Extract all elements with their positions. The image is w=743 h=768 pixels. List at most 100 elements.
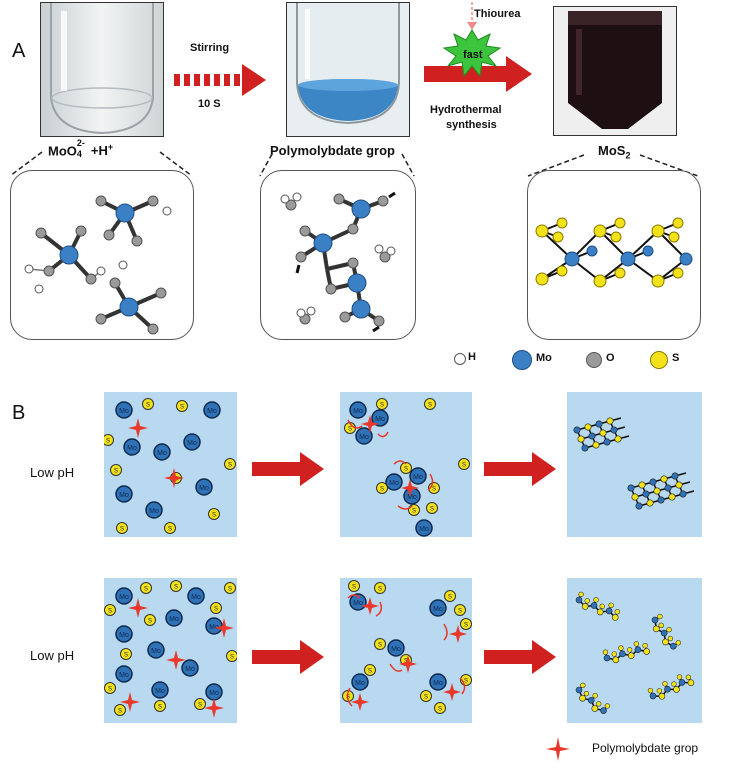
mo-particle: Mo: [355, 427, 373, 445]
row2-product-square: [567, 578, 702, 723]
svg-text:S: S: [404, 467, 408, 473]
svg-text:Mo: Mo: [389, 480, 399, 487]
s-particle: S: [208, 508, 220, 520]
polymolybdate-star: [128, 418, 148, 438]
star-legend-label: Polymolybdate grop: [592, 741, 699, 755]
attraction-arrow: [397, 505, 413, 510]
mos2-nanoribbon: [575, 682, 611, 714]
svg-text:S: S: [378, 643, 382, 649]
row2-arrow-2: [484, 640, 556, 674]
attraction-arrow: [427, 473, 434, 491]
mo-particle: Mo: [415, 519, 433, 537]
svg-text:S: S: [380, 403, 384, 409]
s-particle: S: [458, 458, 470, 470]
svg-text:S: S: [148, 619, 152, 625]
svg-text:S: S: [108, 609, 112, 615]
thiourea-label: Thiourea: [474, 8, 521, 20]
attraction-arrow: [375, 601, 383, 617]
row1-label: Low pH: [30, 465, 75, 480]
svg-text:Mo: Mo: [391, 646, 401, 653]
row2-label: Low pH: [30, 648, 75, 663]
svg-text:Mo: Mo: [119, 408, 129, 415]
svg-text:Mo: Mo: [355, 680, 365, 687]
polymolybdate-star: [401, 479, 419, 497]
svg-text:Mo: Mo: [199, 485, 209, 492]
mos2-product-photo: [553, 6, 677, 136]
svg-text:S: S: [230, 655, 234, 661]
panel-a-letter: A: [12, 40, 26, 62]
stirring-arrow: [174, 64, 266, 96]
mo-particle: Mo: [351, 673, 369, 691]
s-particle: S: [164, 522, 176, 534]
hydrothermal-label: Hydrothermal: [430, 104, 502, 116]
svg-text:S: S: [168, 527, 172, 533]
svg-text:Mo: Mo: [353, 600, 363, 607]
svg-text:S: S: [438, 707, 442, 713]
polymolybdate-star: [166, 650, 186, 670]
s-particle: S: [374, 582, 386, 594]
svg-text:S: S: [228, 463, 232, 469]
svg-text:Mo: Mo: [119, 672, 129, 679]
s-particle: S: [434, 702, 446, 714]
polymolybdate-structure-box: [260, 170, 416, 340]
polymolybdate-star: [120, 692, 140, 712]
row2-arrow-1: [252, 640, 324, 674]
svg-text:Mo: Mo: [419, 526, 429, 533]
svg-text:Mo: Mo: [413, 474, 423, 481]
svg-text:S: S: [124, 653, 128, 659]
s-particle: S: [408, 504, 420, 516]
mo-particle: Mo: [115, 625, 133, 643]
svg-text:Mo: Mo: [207, 408, 217, 415]
svg-text:Mo: Mo: [187, 440, 197, 447]
polymolybdate-star: [214, 618, 234, 638]
svg-text:S: S: [458, 609, 462, 615]
attraction-arrow: [389, 663, 403, 672]
clear-solution-photo: [40, 2, 164, 137]
s-particle: S: [142, 398, 154, 410]
mos2-label: MoS2: [598, 143, 631, 161]
polymolybdate-star: [443, 683, 461, 701]
mo-particle: Mo: [349, 401, 367, 419]
s-particle: S: [376, 482, 388, 494]
hydrothermal-arrow: [424, 2, 532, 92]
mos2-nanoribbon: [575, 591, 620, 621]
mo-atom-label: Mo: [536, 352, 552, 364]
mo-particle: Mo: [371, 409, 389, 427]
svg-text:Mo: Mo: [209, 690, 219, 697]
synthesis-label: synthesis: [446, 119, 497, 131]
s-particle: S: [424, 398, 436, 410]
atom-legend: H Mo O S: [454, 350, 704, 370]
o-atom-label: O: [606, 352, 615, 364]
mo-particle: Mo: [387, 639, 405, 657]
attraction-arrow: [347, 594, 361, 599]
svg-text:Mo: Mo: [119, 492, 129, 499]
mos2-nanoribbon: [651, 613, 681, 650]
mo-particle: Mo: [429, 599, 447, 617]
attraction-arrow: [347, 419, 363, 429]
mo-particle: Mo: [385, 473, 403, 491]
svg-text:S: S: [462, 463, 466, 469]
mos2-nanoribbon: [647, 674, 695, 700]
h-atom-swatch: [454, 353, 466, 365]
s-particle: S: [364, 664, 376, 676]
s-particle: S: [400, 462, 412, 474]
mos2-nanosheet: [627, 472, 695, 510]
mo-particle: Mo: [151, 681, 169, 699]
polymolybdate-star-icon: [546, 737, 570, 761]
svg-text:Mo: Mo: [433, 680, 443, 687]
mo-particle: Mo: [203, 401, 221, 419]
svg-text:S: S: [348, 427, 352, 433]
svg-text:Mo: Mo: [185, 666, 195, 673]
svg-text:Mo: Mo: [149, 508, 159, 515]
s-particle: S: [154, 700, 166, 712]
mo-particle: Mo: [205, 683, 223, 701]
svg-text:S: S: [464, 679, 468, 685]
svg-text:S: S: [368, 669, 372, 675]
mo-atom-swatch: [512, 350, 532, 370]
s-atom-swatch: [650, 351, 668, 369]
s-particle: S: [374, 638, 386, 650]
row1-arrow-1: [252, 452, 324, 486]
